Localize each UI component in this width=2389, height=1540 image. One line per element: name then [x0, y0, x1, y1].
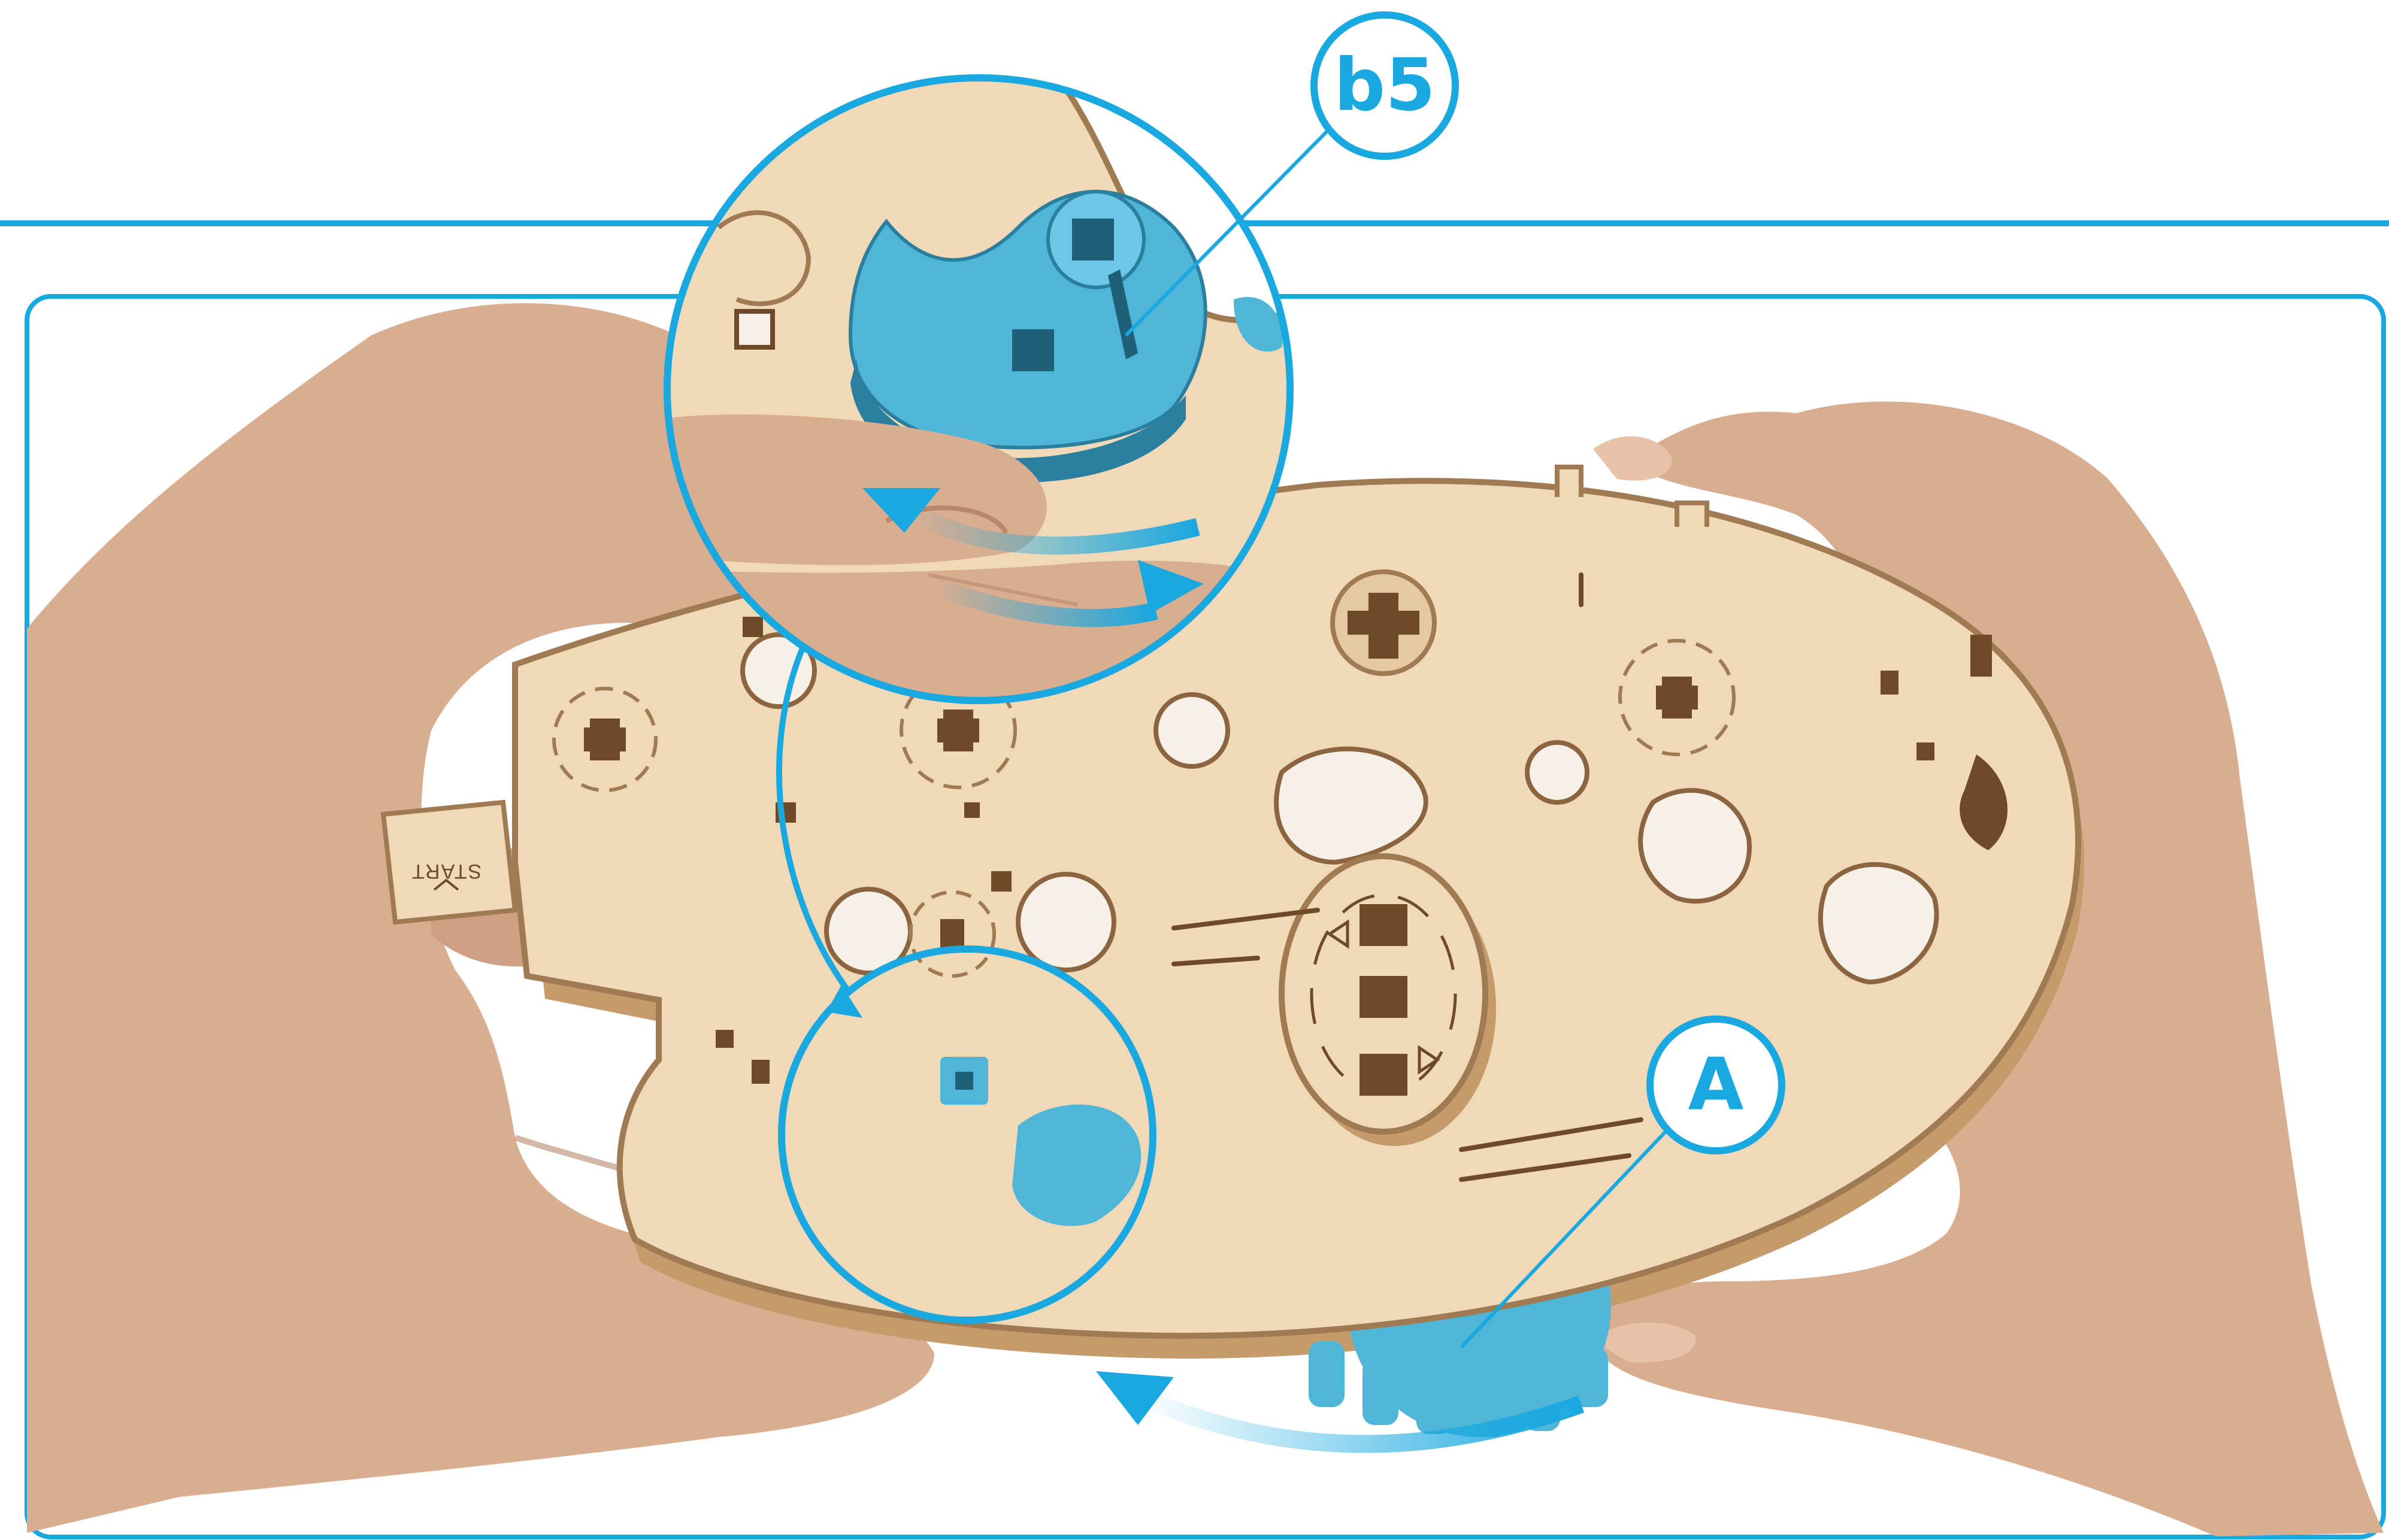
start-tab: START [383, 802, 515, 922]
axle-cross-5 [1333, 572, 1434, 674]
callout-a-label: A [1688, 1044, 1744, 1127]
callout-b5-label: b5 [1334, 44, 1435, 128]
